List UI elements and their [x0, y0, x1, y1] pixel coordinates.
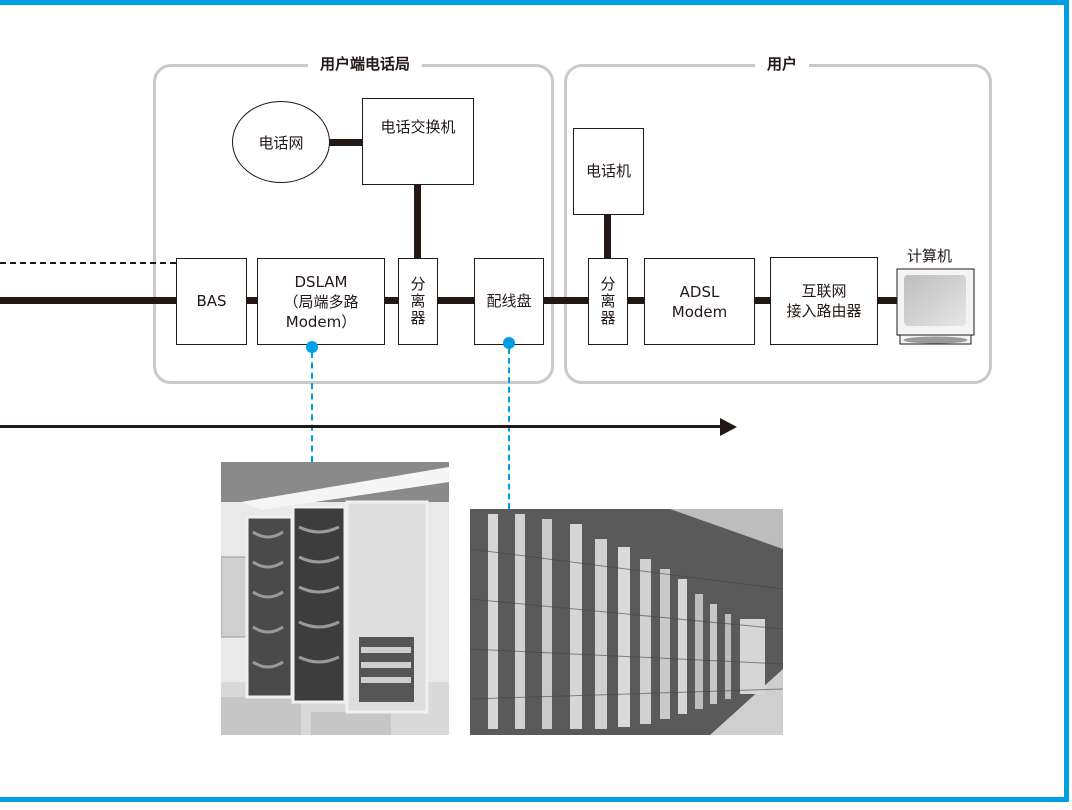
computer-icon [896, 268, 975, 345]
frame-top-border [0, 0, 1069, 5]
computer-label: 计算机 [907, 247, 953, 265]
bas-label: BAS [196, 292, 227, 310]
dslam-label-line3: Modem） [285, 312, 357, 331]
adsl-modem-node: ADSL Modem [644, 258, 755, 345]
customer-title: 用户 [754, 54, 810, 74]
telephone-node: 电话机 [573, 128, 644, 215]
splitter-office-char: 器 [410, 309, 426, 327]
central-office-title: 用户端电话局 [307, 54, 423, 74]
frame-right-border [1064, 0, 1069, 802]
distribution-frame-node: 配线盘 [474, 258, 544, 345]
telephone-network-node: 电话网 [232, 101, 330, 183]
frame-callout-dot [503, 337, 515, 349]
splitter-customer-node: 分 离 器 [588, 258, 628, 345]
network-switch-link [328, 139, 364, 146]
splitter-customer-char: 器 [600, 309, 616, 327]
internet-router-node: 互联网 接入路由器 [770, 257, 878, 345]
telephone-switch-node: 电话交换机 [362, 98, 474, 185]
distribution-frame-photo [470, 509, 783, 735]
splitter-office-char: 离 [410, 292, 426, 310]
bas-node: BAS [176, 258, 247, 345]
internet-router-label-line2: 接入路由器 [786, 302, 862, 320]
switch-splitter-link [414, 184, 421, 260]
telephone-label: 电话机 [585, 162, 631, 180]
main-line [0, 297, 900, 304]
telephone-network-label: 电话网 [258, 133, 304, 152]
dslam-node: DSLAM （局端多路 Modem） [257, 258, 385, 345]
splitter-office-char: 分 [410, 275, 426, 293]
adsl-modem-label-line1: ADSL [679, 282, 720, 301]
telephone-switch-label: 电话交换机 [380, 118, 456, 136]
distribution-frame-label: 配线盘 [486, 292, 532, 310]
direction-arrow-line [0, 425, 724, 428]
arrow-head-icon [720, 418, 737, 436]
dslam-callout-line [311, 352, 313, 462]
dslam-rack-photo [221, 462, 449, 735]
adsl-modem-label-line2: Modem [671, 302, 728, 321]
internet-router-label-line1: 互联网 [801, 282, 847, 300]
splitter-customer-char: 离 [600, 292, 616, 310]
dslam-label-line2: （局端多路 [283, 292, 359, 311]
phone-splitter-link [604, 214, 611, 260]
dslam-callout-dot [306, 341, 318, 353]
frame-bottom-border [0, 797, 1069, 802]
splitter-customer-char: 分 [600, 275, 616, 293]
dslam-label-line1: DSLAM [294, 272, 348, 291]
dashed-connection-line [0, 262, 176, 264]
splitter-office-node: 分 离 器 [398, 258, 438, 345]
frame-callout-line [508, 348, 510, 509]
